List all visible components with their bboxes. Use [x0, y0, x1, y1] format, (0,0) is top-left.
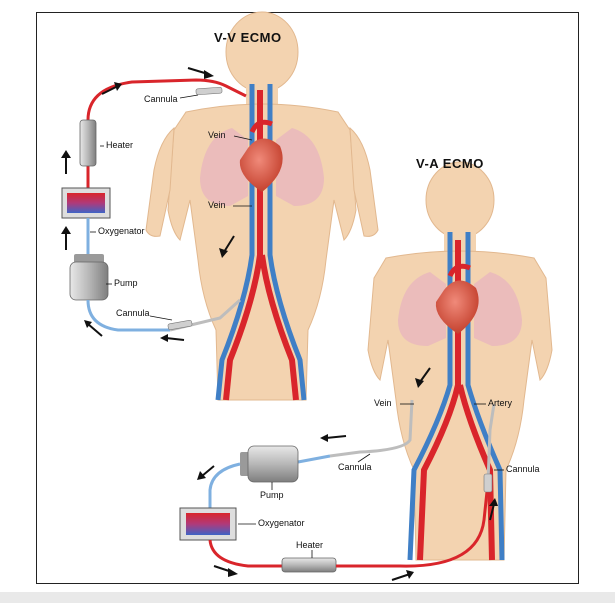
va-ecmo-title: V-A ECMO [416, 156, 484, 171]
vv-body [145, 11, 379, 401]
va-pump-label: Pump [260, 490, 284, 500]
va-cannula-right-label: Cannula [506, 464, 540, 474]
va-heater-label: Heater [296, 540, 324, 550]
vv-vein-upper-label: Vein [208, 130, 226, 140]
vv-heater-label: Heater [106, 140, 134, 150]
vv-cannula-bottom-label: Cannula [116, 308, 150, 318]
vv-vein-lower-label: Vein [208, 200, 226, 210]
vv-pump-label: Pump [114, 278, 138, 288]
va-vein-label: Vein [374, 398, 392, 408]
va-circuit [179, 367, 504, 581]
va-body [367, 161, 553, 561]
va-cannula-mid-label: Cannula [338, 462, 372, 472]
figure-border [36, 12, 579, 584]
bottom-strip [0, 592, 615, 603]
vv-circuit [61, 67, 253, 342]
va-oxygenator-label: Oxygenator [258, 518, 305, 528]
vv-ecmo-title: V-V ECMO [214, 30, 282, 45]
vv-cannula-top-label: Cannula [144, 94, 178, 104]
va-artery-label: Artery [488, 398, 513, 408]
vv-oxygenator-label: Oxygenator [98, 226, 145, 236]
